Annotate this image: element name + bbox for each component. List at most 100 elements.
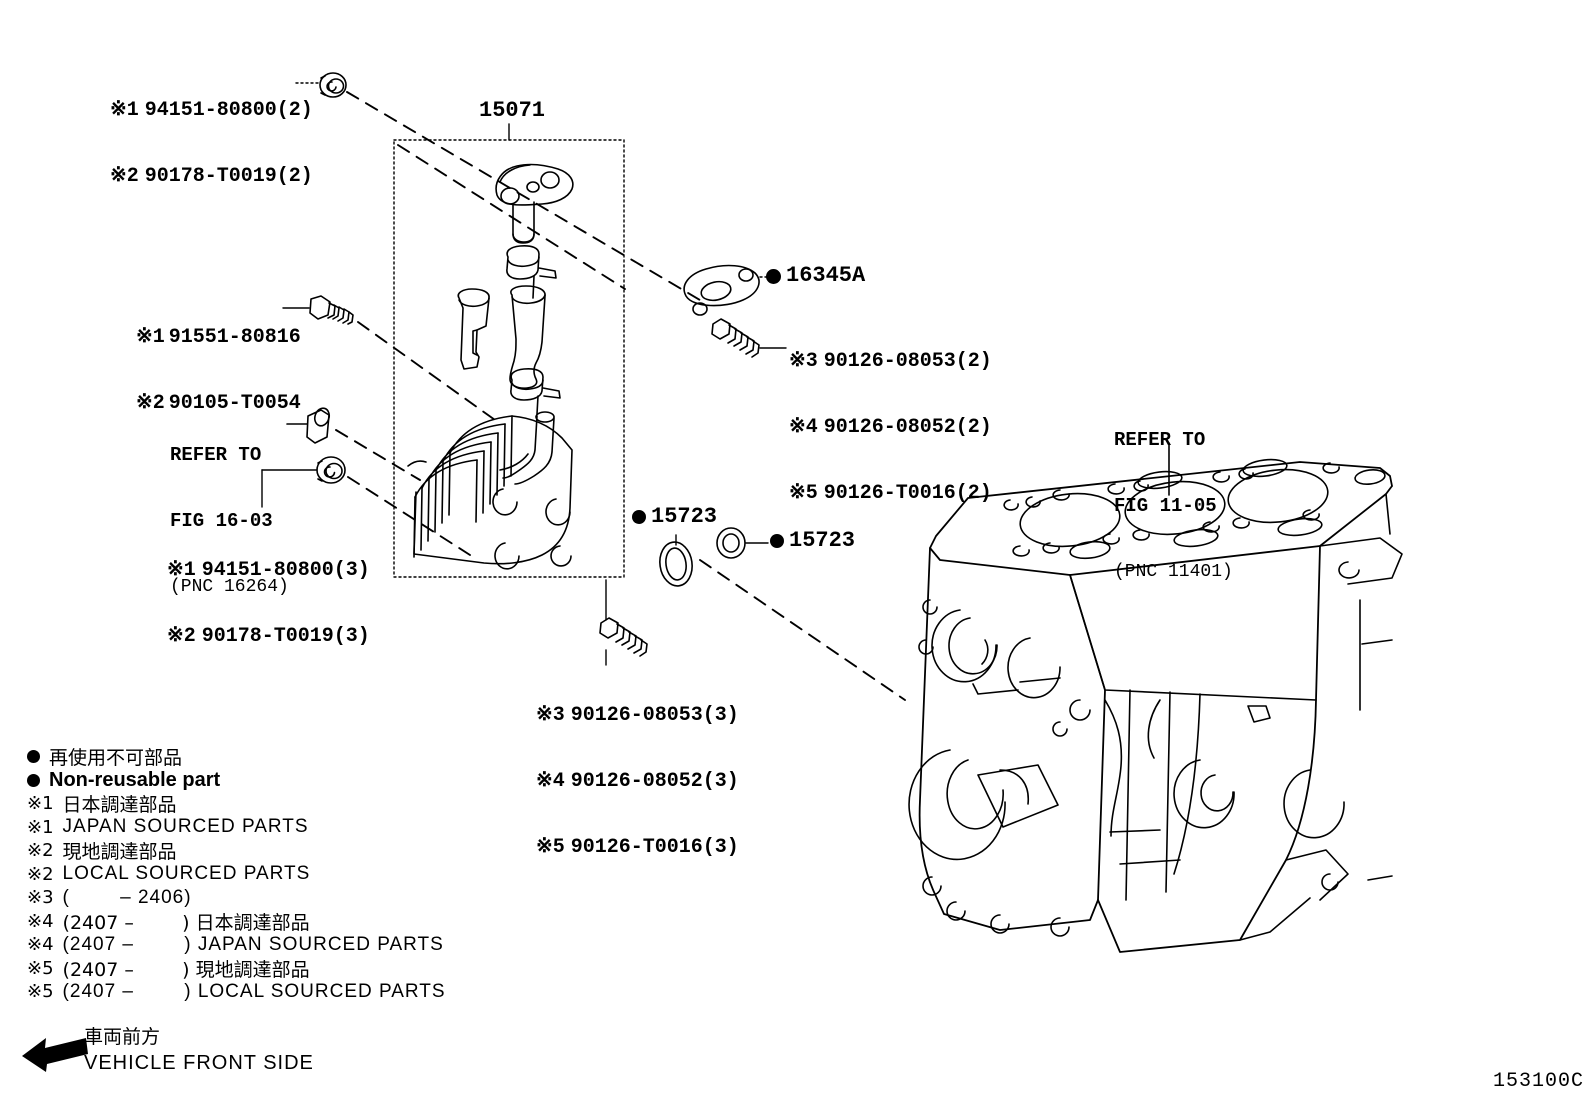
part-number: 91551-80816 — [168, 326, 301, 349]
o-ring-left-part — [659, 541, 693, 587]
mark-4: ※4 — [789, 416, 818, 439]
sheet-code: 153100C — [1492, 1070, 1584, 1093]
mark-2-icon: ※2 — [27, 840, 54, 862]
non-reusable-dot-icon — [27, 750, 40, 764]
legend-text: 日本調達部品 — [62, 794, 177, 817]
refer-block-fig-16-03: REFER TO FIG 16-03 (PNC 16264) — [170, 400, 289, 642]
legend-row: ※5 (2407 – ) LOCAL SOURCED PARTS — [27, 980, 547, 1004]
part-number: 90126-08052(2) — [823, 416, 992, 439]
legend-row: Non-reusable part — [27, 769, 547, 793]
mark-1: ※1 — [136, 326, 165, 349]
legend-text: LOCAL SOURCED PARTS — [62, 863, 311, 885]
part-number: 90126-T0016(3) — [570, 836, 739, 859]
legend-text: 現地調達部品 — [62, 841, 177, 864]
legend-block: 再使用不可部品 Non-reusable part ※1 日本調達部品 ※1 J… — [27, 745, 547, 1004]
hose-clamp-part-2 — [510, 368, 561, 415]
mark-3: ※3 — [789, 350, 818, 373]
legend-text: 再使用不可部品 — [49, 747, 183, 770]
legend-text: (2407 – ) LOCAL SOURCED PARTS — [62, 980, 446, 1002]
legend-row: ※2 LOCAL SOURCED PARTS — [27, 863, 547, 887]
gasket-16345a-part — [683, 264, 760, 316]
hose-bracket-part — [457, 288, 490, 370]
part-number: 16345A — [786, 263, 866, 288]
bolt-icon-upper-left — [319, 72, 347, 98]
non-reusable-dot-icon — [770, 534, 784, 548]
legend-row: ※1 日本調達部品 — [27, 792, 547, 816]
part-number: 90126-08053(2) — [823, 350, 992, 373]
mark-4: ※4 — [536, 770, 565, 793]
refer-pnc: (PNC 11401) — [1114, 562, 1233, 582]
mark-2: ※2 — [136, 392, 165, 415]
legend-text: ( – 2406) — [62, 886, 192, 908]
legend-text: (2407 – ) 現地調達部品 — [62, 958, 310, 981]
part-label-15723-right: 15723 — [770, 530, 855, 552]
refer-line-2: FIG 16-03 — [170, 510, 273, 532]
part-number: 94151-80800(2) — [144, 99, 313, 122]
mark-5-icon: ※5 — [27, 981, 54, 1003]
legend-text: JAPAN SOURCED PARTS — [62, 816, 309, 838]
part-number-15071: 15071 — [479, 98, 546, 123]
bolt-icon-lower-left — [316, 456, 346, 484]
part-label-16345a: 16345A — [766, 265, 865, 287]
oil-cooler-union-part — [495, 163, 574, 244]
vehicle-front-arrow-icon — [22, 1038, 88, 1072]
mark-2: ※2 — [110, 165, 139, 188]
legend-row: ※1 JAPAN SOURCED PARTS — [27, 816, 547, 840]
part-number: 90178-T0019(3) — [201, 625, 370, 648]
mark-2: ※2 — [167, 625, 196, 648]
non-reusable-dot-icon — [766, 268, 781, 284]
mark-4-icon: ※4 — [27, 934, 54, 956]
o-ring-right-part — [716, 527, 746, 559]
mark-3-icon: ※3 — [27, 887, 54, 909]
part-number: 94151-80800(3) — [201, 559, 370, 582]
part-number: 15723 — [651, 504, 718, 529]
oil-cooler-hose-part — [509, 285, 546, 389]
refer-line-1: REFER TO — [170, 444, 262, 466]
vehicle-front-en: VEHICLE FRONT SIDE — [84, 1052, 314, 1074]
refer-line-1: REFER TO — [1114, 429, 1206, 451]
part-number: 90126-08053(3) — [570, 704, 739, 727]
legend-text: (2407 – ) 日本調達部品 — [62, 911, 310, 934]
mark-1: ※1 — [110, 99, 139, 122]
legend-row: ※4 (2407 – ) 日本調達部品 — [27, 910, 547, 934]
legend-row: ※4 (2407 – ) JAPAN SOURCED PARTS — [27, 933, 547, 957]
non-reusable-dot-icon — [632, 510, 646, 524]
mark-5: ※5 — [536, 836, 565, 859]
hose-stub-icon — [306, 407, 331, 444]
bolt-icon-cooler-lower — [599, 617, 648, 657]
mark-1-icon: ※1 — [27, 816, 54, 838]
part-number: 90105-T0054 — [168, 392, 301, 415]
hose-clamp-part — [506, 245, 557, 299]
mark-1-icon: ※1 — [27, 793, 54, 815]
mark-5-icon: ※5 — [27, 957, 54, 979]
mark-5: ※5 — [789, 482, 818, 505]
legend-text: (2407 – ) JAPAN SOURCED PARTS — [62, 933, 444, 955]
part-label-15723-left: 15723 — [632, 506, 717, 528]
mark-1: ※1 — [167, 559, 196, 582]
refer-pnc: (PNC 16264) — [170, 577, 289, 597]
legend-row: 再使用不可部品 — [27, 745, 547, 769]
vehicle-front-jp: 車両前方 — [84, 1026, 161, 1048]
legend-row: ※3 ( – 2406) — [27, 886, 547, 910]
mark-2-icon: ※2 — [27, 863, 54, 885]
refer-line-2: FIG 11-05 — [1114, 495, 1217, 517]
engine-block-drawing — [908, 458, 1403, 953]
mark-3: ※3 — [536, 704, 565, 727]
part-number: 90126-T0016(2) — [823, 482, 992, 505]
legend-text: Non-reusable part — [49, 768, 221, 791]
part-number: 90178-T0019(2) — [144, 165, 313, 188]
vehicle-front-side-label: 車両前方 VEHICLE FRONT SIDE — [84, 1022, 314, 1075]
part-number: 15723 — [789, 528, 856, 553]
mark-4-icon: ※4 — [27, 910, 54, 932]
stud-icon-mid-left — [282, 295, 354, 325]
part-number: 90126-08052(3) — [570, 770, 739, 793]
refer-block-fig-11-05: REFER TO FIG 11-05 (PNC 11401) — [1114, 385, 1233, 627]
oil-cooler-core-part — [407, 411, 573, 570]
